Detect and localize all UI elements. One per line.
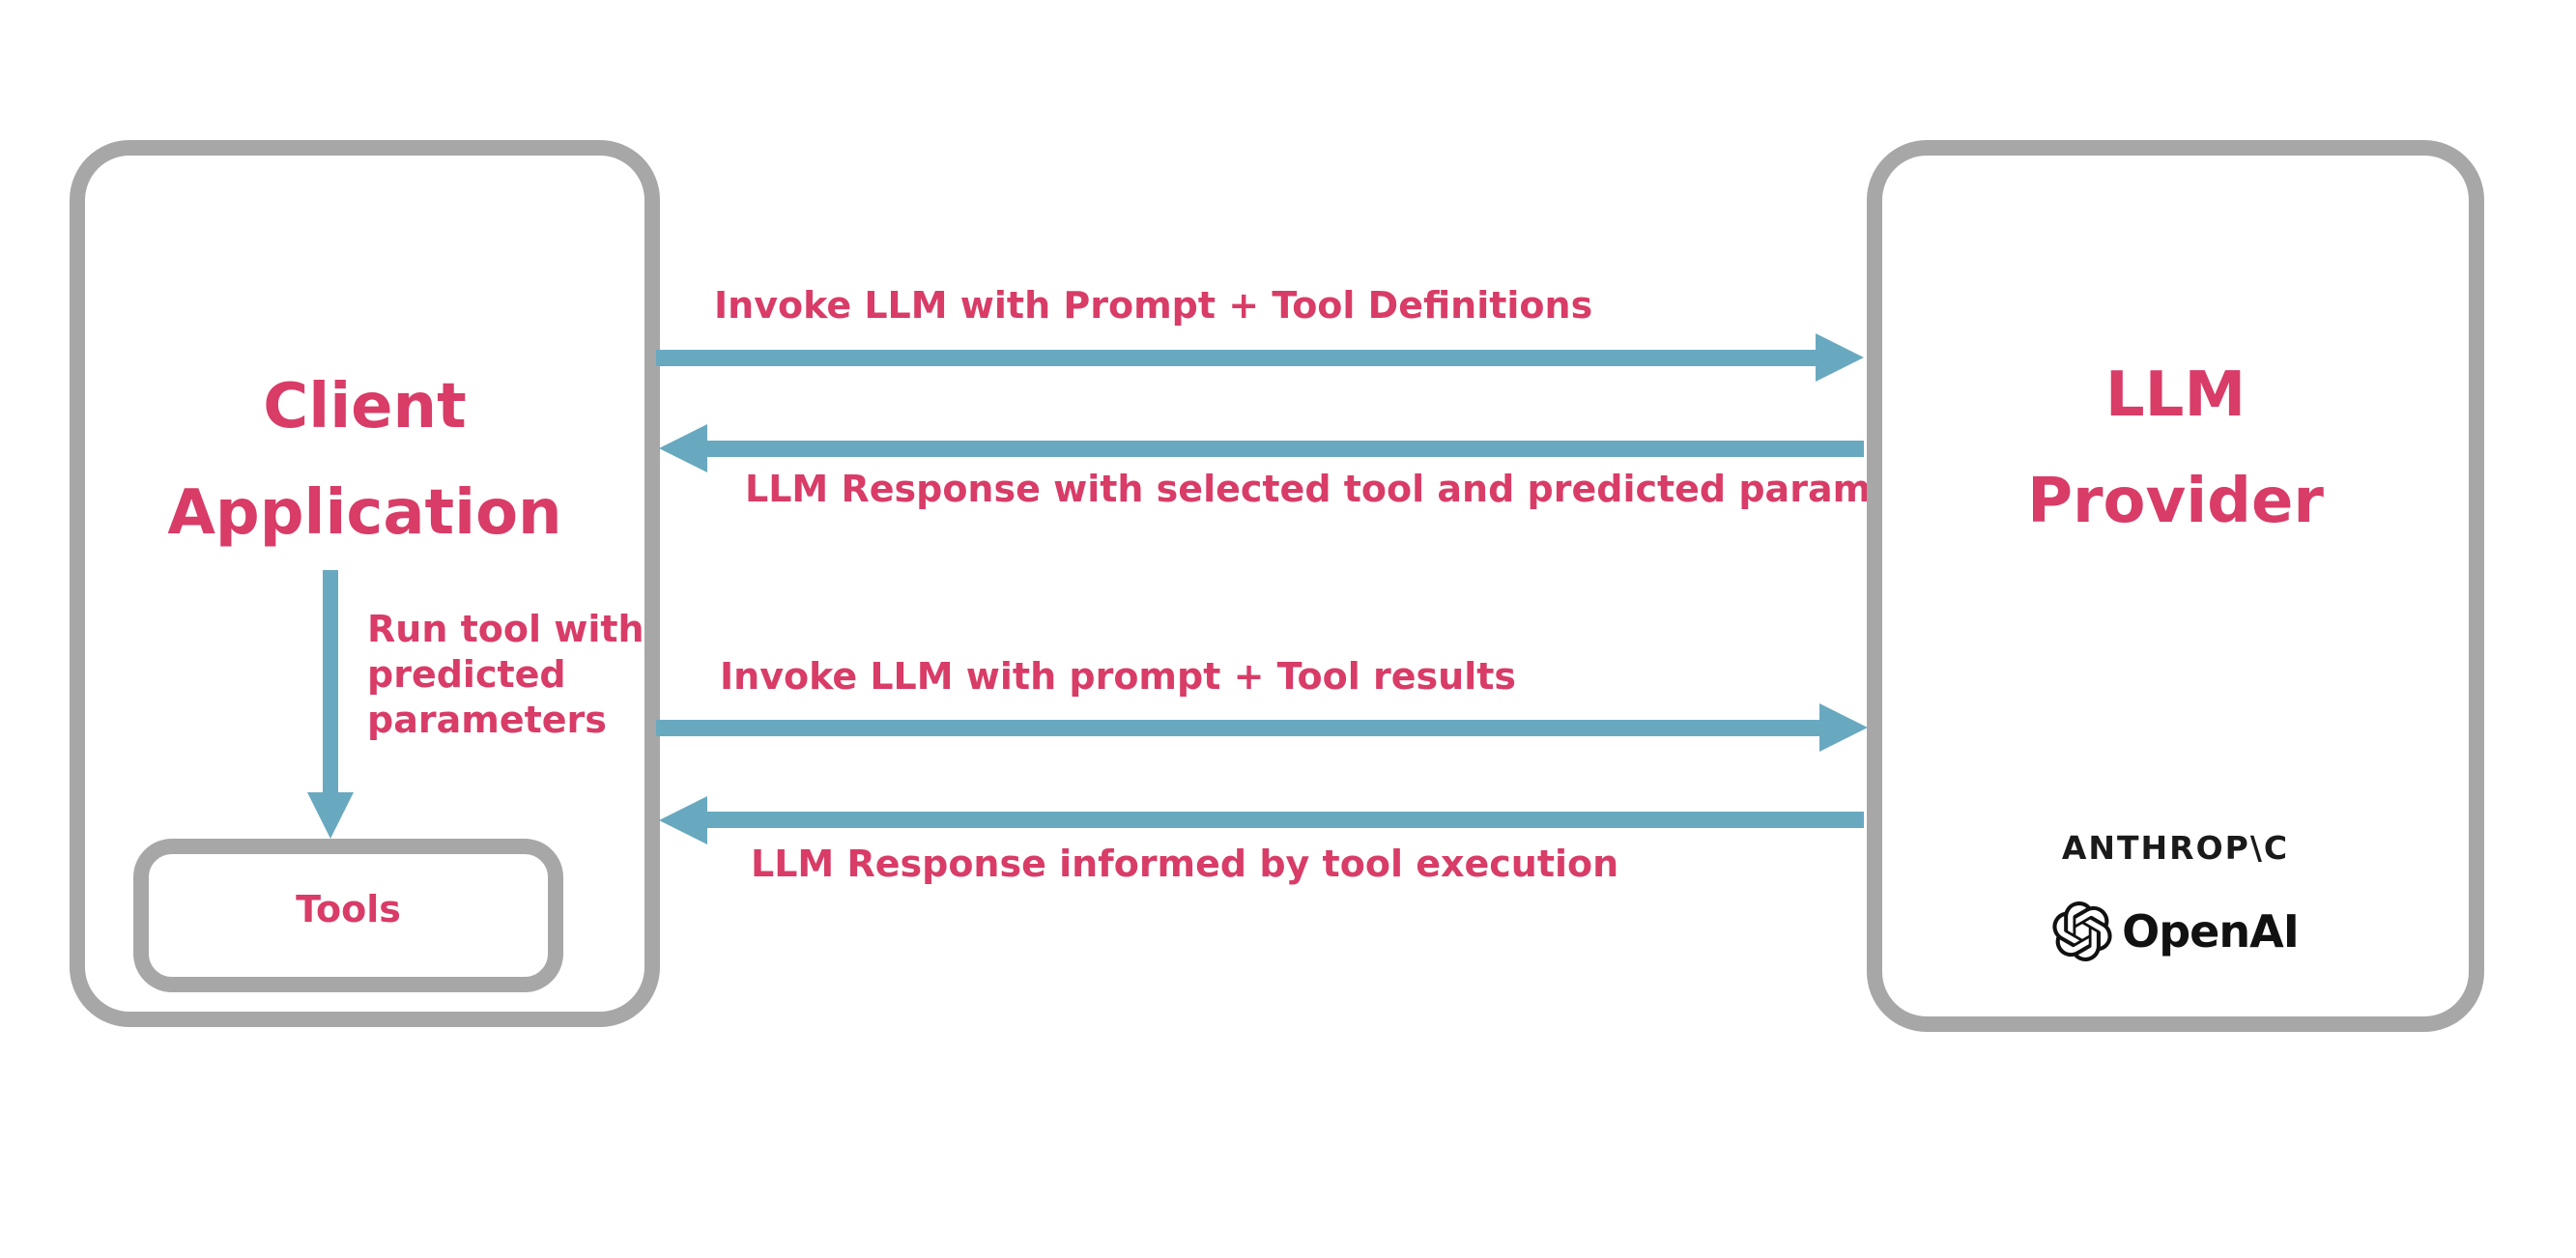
llm-title-line1: LLM	[2104, 359, 2247, 431]
run-tool-note-line2: predicted	[367, 653, 566, 696]
llm-provider-title: LLM Provider	[1867, 342, 2484, 555]
run-tool-note: Run tool with predicted parameters	[367, 607, 644, 743]
client-title-line2: Application	[167, 477, 562, 549]
llm-provider-box	[1867, 140, 2484, 1032]
client-application-title: Client Application	[70, 354, 660, 566]
flow-label-invoke-definitions: Invoke LLM with Prompt + Tool Definition…	[714, 284, 1593, 327]
right-arrow-shaft	[656, 720, 1819, 736]
openai-logo-icon	[2052, 901, 2112, 961]
right-arrow-icon	[1816, 333, 1864, 382]
tools-label: Tools	[296, 887, 401, 930]
run-tool-arrow-shaft	[323, 570, 338, 792]
down-arrow-icon	[307, 792, 354, 839]
right-arrow-icon	[1819, 703, 1868, 752]
openai-logo: OpenAI	[1867, 901, 2484, 961]
left-arrow-shaft	[707, 812, 1864, 828]
left-arrow-icon	[659, 796, 707, 844]
left-arrow-icon	[659, 424, 707, 472]
right-arrow-shaft	[656, 350, 1816, 366]
flow-label-response-tool-execution: LLM Response informed by tool execution	[751, 843, 1619, 885]
flow-label-invoke-results: Invoke LLM with prompt + Tool results	[720, 655, 1517, 698]
run-tool-note-line3: parameters	[367, 699, 607, 741]
flow-label-response-selected-tool: LLM Response with selected tool and pred…	[745, 468, 1979, 510]
openai-logo-text: OpenAI	[2122, 905, 2300, 958]
client-title-line1: Client	[263, 371, 467, 443]
left-arrow-shaft	[707, 441, 1864, 457]
llm-title-line2: Provider	[2027, 466, 2324, 537]
run-tool-note-line1: Run tool with	[367, 608, 644, 650]
tools-box: Tools	[133, 839, 563, 992]
anthropic-logo: ANTHROP\C	[2061, 829, 2290, 867]
